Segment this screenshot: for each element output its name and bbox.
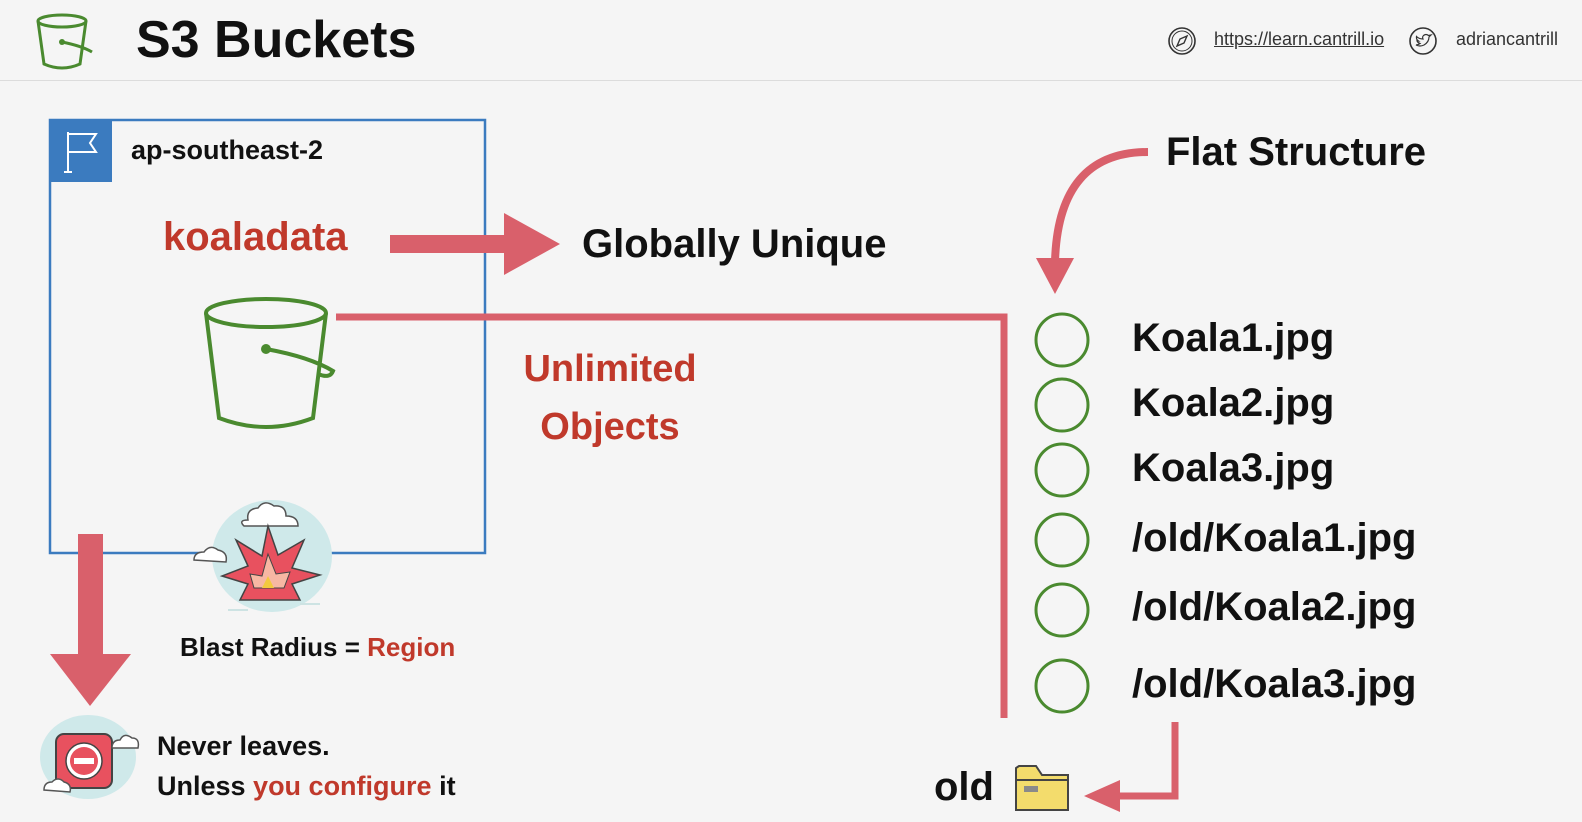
- flag-icon: [50, 120, 112, 182]
- twitter-handle[interactable]: adriancantrill: [1456, 29, 1559, 49]
- unlimited-objects-label: Unlimited Objects: [505, 340, 715, 456]
- course-link[interactable]: https://learn.cantrill.io: [1214, 29, 1385, 49]
- unless-suffix: it: [431, 771, 456, 801]
- unique-arrow: [390, 213, 560, 275]
- flat-structure-arrow: [1036, 148, 1149, 294]
- object-key: Koala1.jpg: [1132, 316, 1335, 360]
- bucket-icon: [36, 13, 93, 70]
- you-configure-highlight: you configure: [253, 771, 432, 801]
- folder-icon: [1015, 765, 1069, 811]
- bucket-icon: [204, 297, 336, 429]
- object-circles: [1034, 312, 1090, 714]
- objects-line: Objects: [540, 406, 680, 448]
- header-bar: S3 Buckets https://learn.cantrill.io adr…: [0, 0, 1582, 81]
- unlimited-line: Unlimited: [523, 348, 697, 390]
- blast-radius-value: Region: [367, 632, 456, 662]
- folder-label: old: [934, 765, 994, 809]
- blast-radius-text: Blast Radius =: [180, 632, 368, 662]
- residency-arrow: [50, 534, 131, 706]
- blast-radius-label: Blast Radius = Region: [180, 632, 455, 663]
- page-title: S3 Buckets: [136, 11, 417, 69]
- compass-icon: [1168, 27, 1196, 55]
- object-key: /old/Koala3.jpg: [1132, 662, 1417, 706]
- object-key: /old/Koala2.jpg: [1132, 585, 1417, 629]
- no-entry-icon: [40, 715, 140, 799]
- data-residency-note: Never leaves. Unless you configure it: [157, 726, 456, 806]
- region-box: [48, 118, 487, 555]
- folder-arrow: [1084, 722, 1179, 812]
- bucket-connector: [336, 313, 1008, 718]
- object-key: Koala2.jpg: [1132, 381, 1335, 425]
- never-leaves-line: Never leaves.: [157, 731, 330, 761]
- object-key: Koala3.jpg: [1132, 446, 1335, 490]
- flat-structure-label: Flat Structure: [1166, 130, 1427, 174]
- explosion-icon: [193, 500, 332, 612]
- unless-prefix: Unless: [157, 771, 254, 801]
- region-name: ap-southeast-2: [131, 135, 324, 165]
- object-key: /old/Koala1.jpg: [1132, 516, 1417, 560]
- unless-configure-line: Unless you configure it: [157, 766, 456, 806]
- bucket-name: koaladata: [163, 215, 348, 259]
- twitter-icon: [1409, 27, 1437, 55]
- globally-unique-label: Globally Unique: [582, 222, 887, 266]
